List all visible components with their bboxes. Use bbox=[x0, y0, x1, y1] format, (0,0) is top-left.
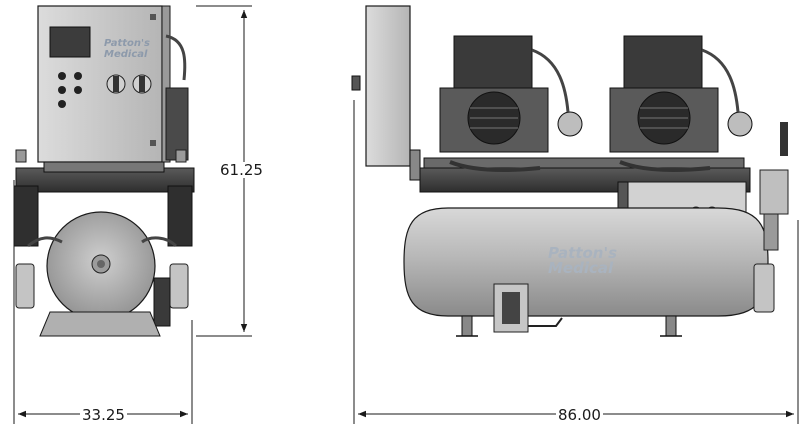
panel-screw bbox=[150, 140, 156, 146]
tank-base bbox=[39, 311, 161, 337]
panel-buttons bbox=[58, 72, 82, 108]
pressure-gauge bbox=[727, 111, 753, 137]
height-dimension-label: 61.25 bbox=[218, 161, 265, 179]
drain-line bbox=[528, 317, 563, 327]
selector-switch bbox=[132, 74, 152, 94]
panel-side bbox=[161, 5, 171, 163]
panel-logo-line2: Medical bbox=[104, 49, 148, 60]
tank-logo-line2: Medical bbox=[548, 259, 614, 277]
tank-logo-line1: Patton's bbox=[548, 244, 618, 262]
panel-screw bbox=[150, 14, 156, 20]
frame-plate bbox=[423, 157, 745, 169]
regulator bbox=[153, 277, 171, 327]
filter-right bbox=[753, 263, 775, 313]
gauge-left bbox=[15, 149, 27, 163]
hose bbox=[141, 236, 178, 248]
motor-right bbox=[609, 35, 719, 153]
width-dimension-label: 33.25 bbox=[80, 406, 127, 424]
motor-left bbox=[439, 35, 549, 153]
hose bbox=[531, 48, 570, 113]
dryer-left bbox=[13, 185, 39, 247]
panel-logo-line1: Patton's bbox=[104, 38, 151, 49]
selector-switch bbox=[106, 74, 126, 94]
front-view bbox=[13, 5, 195, 337]
panel-display bbox=[49, 26, 91, 58]
hose bbox=[701, 48, 740, 113]
panel-logo: Patton's Medical bbox=[104, 38, 150, 60]
hose bbox=[449, 160, 541, 172]
gauge-right bbox=[175, 149, 187, 163]
hose bbox=[165, 34, 187, 81]
side-view bbox=[351, 5, 789, 337]
pump-block bbox=[165, 87, 189, 161]
handle bbox=[351, 75, 361, 91]
tank-logo: Patton's Medical bbox=[548, 246, 617, 276]
filter-right bbox=[169, 263, 189, 309]
control-panel-side bbox=[365, 5, 411, 167]
regulator-right bbox=[759, 169, 789, 215]
dryer-right bbox=[167, 185, 193, 247]
filter-left bbox=[15, 263, 35, 309]
frame-plate bbox=[43, 161, 165, 173]
valve-handle bbox=[780, 122, 788, 156]
panel-bracket bbox=[409, 149, 421, 181]
length-dimension-label: 86.00 bbox=[556, 406, 603, 424]
pressure-gauge bbox=[557, 111, 583, 137]
hose bbox=[619, 160, 711, 172]
hose bbox=[27, 236, 63, 248]
tank-leg bbox=[461, 315, 473, 337]
tank-leg bbox=[665, 315, 677, 337]
